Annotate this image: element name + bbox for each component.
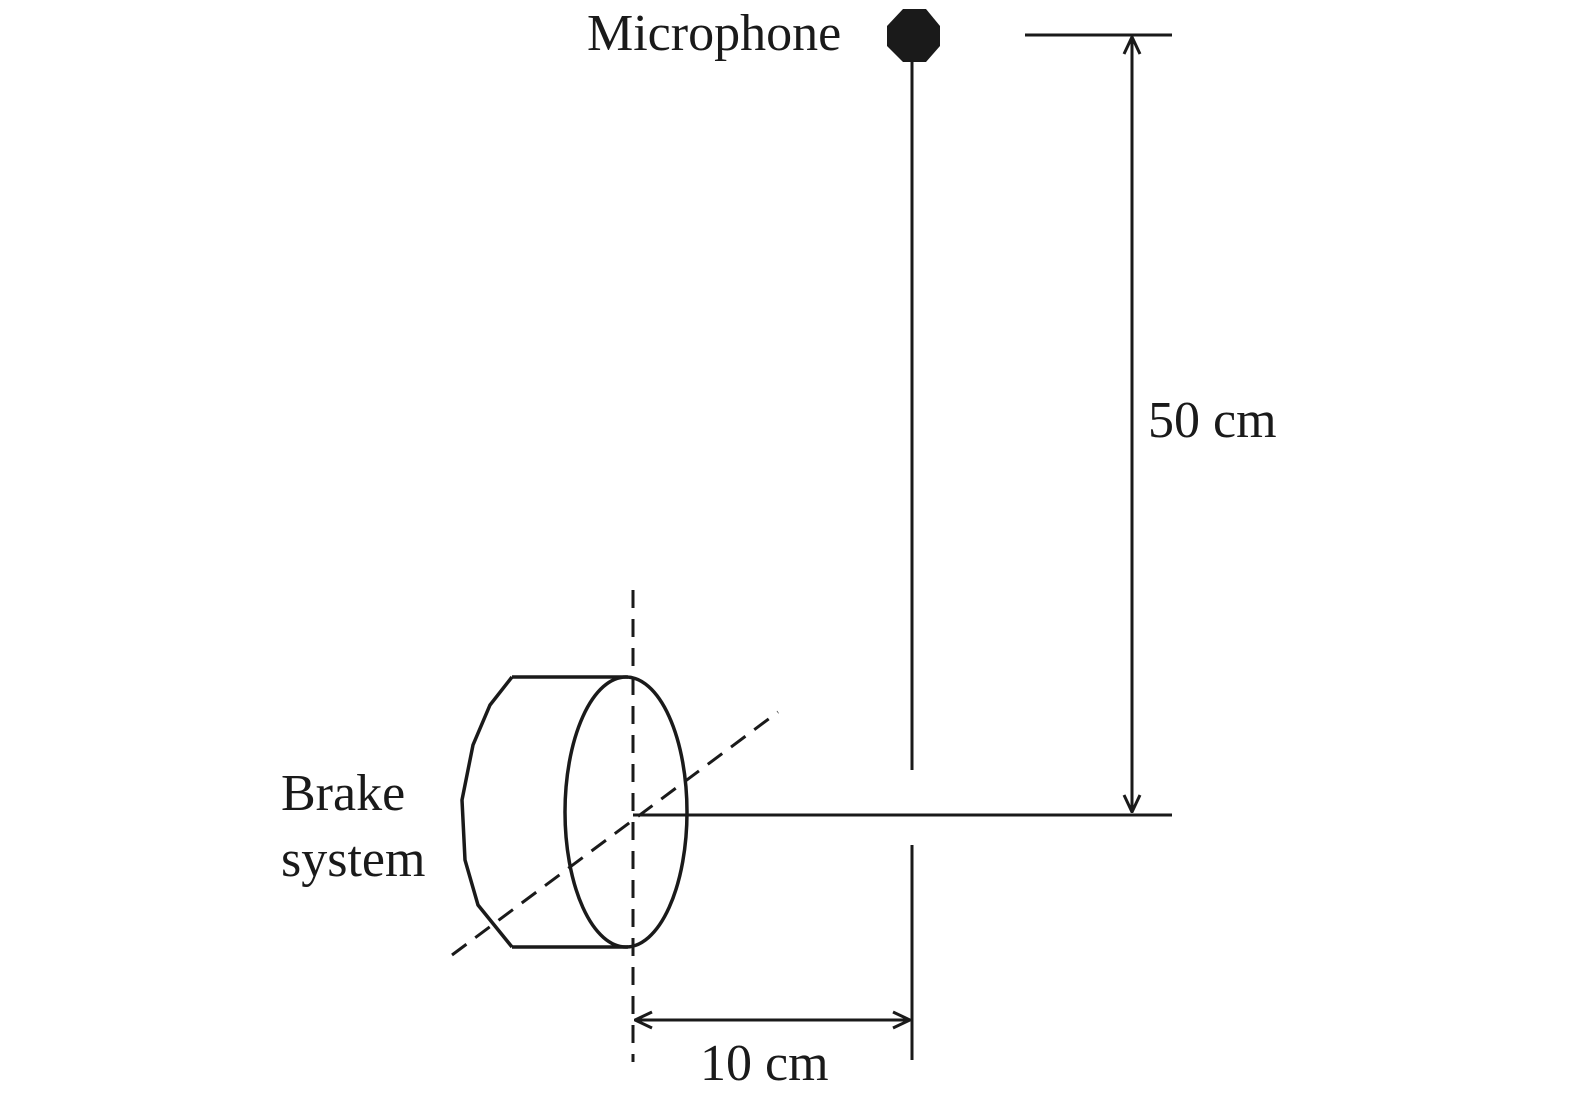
brake-disc-icon bbox=[460, 675, 689, 949]
diagonal-dashed-axis bbox=[451, 710, 779, 957]
brake-label-line2: system bbox=[281, 831, 425, 888]
microphone-dot-icon bbox=[887, 9, 940, 62]
horizontal-dimension-label: 10 cm bbox=[700, 1035, 829, 1092]
brake-label-line1: Brake bbox=[281, 765, 405, 822]
microphone-label: Microphone bbox=[587, 5, 841, 62]
vertical-dimension-label: 50 cm bbox=[1148, 392, 1277, 449]
